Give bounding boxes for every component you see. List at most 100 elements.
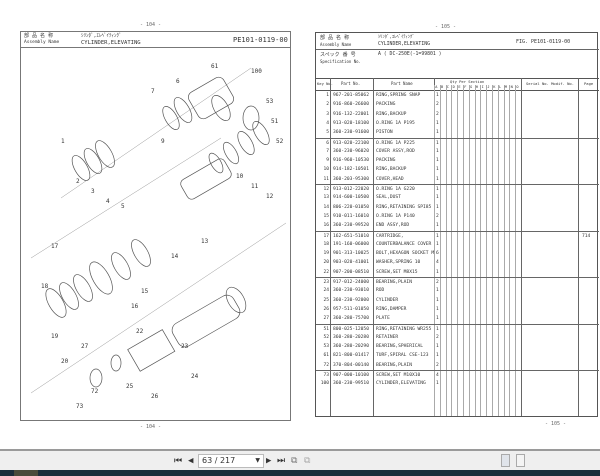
callout-number: 3: [91, 188, 95, 195]
callout-number: 16: [131, 303, 139, 310]
key-no: 73: [323, 373, 329, 378]
qty: 1: [436, 93, 439, 98]
qty: 1: [436, 344, 439, 350]
taskbar: [0, 470, 600, 476]
table-row: 72 370-804-00140 BEARING,PLAIN 2: [316, 361, 599, 370]
part-name: BEARING,PLAIN: [376, 362, 412, 368]
qty: 1: [436, 233, 439, 239]
document-viewer[interactable]: - 104 - 部 品 名 称 Assembly Name ｼﾘﾝﾀﾞ,ｴﾚﾍﾞ…: [0, 0, 600, 449]
ring-part: [73, 274, 93, 302]
spec-label-en: Specification No.: [320, 59, 361, 64]
qty: 2: [436, 102, 439, 108]
assembly-name: CYLINDER,ELEVATING: [81, 40, 141, 46]
left-page-drawing: 部 品 名 称 Assembly Name ｼﾘﾝﾀﾞ,ｴﾚﾍﾞｲﾃｨﾝｸﾞ C…: [20, 31, 291, 421]
fit-page-icon[interactable]: ⧉: [291, 456, 298, 466]
part-name: RING,BACKUP: [376, 167, 407, 173]
next-page-icon[interactable]: ▶: [266, 456, 272, 466]
section-letter: H: [475, 85, 478, 89]
right-page-number-bottom: - 105 -: [545, 421, 567, 427]
key-no: 18: [323, 241, 329, 247]
part-name: RING,RETAINING WR255: [376, 326, 432, 332]
part-no: 903-020-41001: [333, 260, 369, 266]
part-no: 957-511-01050: [333, 306, 369, 312]
table-row: 7 360-230-96020 COVER ASSY,ROD 1: [316, 147, 599, 156]
ring-part: [45, 288, 67, 318]
parts-list-table: 部 品 名 称 Assembly Name ｼﾘﾝﾀﾞ,ｴﾚﾍﾞｲﾃｨﾝｸﾞ C…: [315, 32, 599, 417]
table-row: 2 916-860-26600 PACKING 2: [316, 100, 599, 109]
table-row: 18 191-160-06000 COUNTERBALANCE COVER 1: [316, 240, 599, 249]
callout-number: 6: [176, 78, 180, 85]
part-name: RING,RETAINING SPI85: [376, 204, 432, 210]
key-no: 100: [320, 381, 329, 387]
qty: 1: [436, 297, 439, 303]
exploded-view-diagram: 6110053515212345679101112131415161718192…: [30, 63, 287, 410]
table-row: 25 360-230-92000 CYLINDER 1: [316, 296, 599, 305]
table-row: 100 360-230-99510 CYLINDER,ELEVATING 1: [316, 379, 599, 388]
ring-part: [237, 131, 255, 155]
callout-number: 23: [181, 343, 189, 350]
figure-number: PE101-0119-00: [233, 36, 288, 44]
part-no: 916-132-22001: [333, 111, 369, 117]
qty: 1: [436, 176, 439, 182]
prev-page-icon[interactable]: ◀: [188, 456, 194, 466]
single-page-icon[interactable]: [501, 454, 510, 467]
qty: 4: [436, 373, 439, 378]
assembly-label-jp: 部 品 名 称: [24, 33, 54, 39]
double-page-icon[interactable]: [516, 454, 525, 467]
qty: 1: [436, 158, 439, 164]
table-row: 23 917-012-24000 BEARING,PLAIN 2: [316, 277, 599, 286]
table-row: 22 907-200-08510 SCREW,SET M8X15 1: [316, 268, 599, 277]
part-name: BEARING,SPHERICAL: [376, 344, 424, 350]
table-row: 53 360-280-20290 BEARING,SPHERICAL 1: [316, 342, 599, 351]
key-no: 14: [323, 204, 329, 210]
key-no: 12: [323, 187, 329, 192]
callout-number: 9: [161, 138, 165, 145]
key-no: 13: [323, 195, 329, 201]
part-no: 901-313-10025: [333, 251, 369, 257]
part-no: 162-651-51010: [333, 233, 369, 239]
table-row: 51 800-025-12050 RING,RETAINING WR255 1: [316, 323, 599, 333]
callout-number: 72: [91, 388, 99, 395]
ring-part: [252, 121, 270, 145]
dropdown-arrow-icon[interactable]: ▼: [255, 457, 260, 464]
part-no: 360-230-91600: [333, 130, 369, 136]
ring-part: [83, 148, 103, 174]
key-no: 5: [326, 130, 329, 136]
callout-number: 73: [76, 403, 84, 410]
part-no: 967-201-85062: [333, 93, 369, 98]
first-page-icon[interactable]: ⏮: [174, 456, 183, 466]
last-page-icon[interactable]: ⏭: [277, 456, 286, 466]
ring-part: [59, 282, 79, 310]
qty: 1: [436, 148, 439, 154]
spec-label-jp: スペック 番 号: [320, 52, 356, 58]
left-page-header: 部 品 名 称 Assembly Name ｼﾘﾝﾀﾞ,ｴﾚﾍﾞｲﾃｨﾝｸﾞ C…: [21, 32, 290, 48]
part-no: 913-012-22020: [333, 187, 369, 192]
callout-number: 7: [151, 88, 155, 95]
table-row: 6 913-020-22100 O.RING 1A P225 1: [316, 137, 599, 147]
assembly-label-jp: 部 品 名 称: [320, 35, 350, 41]
page-ref: 714: [582, 233, 591, 239]
part-no: 907-200-08510: [333, 269, 369, 275]
assembly-label-en: Assembly Name: [320, 42, 352, 47]
ring-part: [208, 152, 224, 174]
part-name: O.RING 1A P225: [376, 140, 415, 146]
section-letter: O: [516, 85, 519, 89]
qty: 2: [436, 280, 439, 285]
ring-part: [71, 155, 91, 181]
fit-width-icon[interactable]: ⧉: [304, 456, 311, 466]
part-name: O.RING 1A P195: [376, 120, 415, 126]
part-name: END ASSY,ROD: [376, 223, 410, 229]
page-number-input[interactable]: 63 / 217▼: [198, 454, 264, 468]
key-no: 25: [323, 297, 329, 303]
table-row: 17 162-651-51010 CARTRIDGE, 1 714: [316, 230, 599, 240]
section-letter: J: [487, 85, 490, 89]
column-serial-no: Serial No. Modif. No.: [526, 81, 575, 86]
part-name: RETAINER: [376, 334, 399, 340]
section-letter: D: [452, 85, 455, 89]
qty: 1: [436, 223, 439, 229]
assembly-name: CYLINDER,ELEVATING: [378, 42, 430, 47]
key-no: 19: [323, 251, 329, 257]
callout-number: 27: [81, 343, 89, 350]
key-no: 23: [323, 280, 329, 285]
callout-number: 15: [141, 288, 149, 295]
